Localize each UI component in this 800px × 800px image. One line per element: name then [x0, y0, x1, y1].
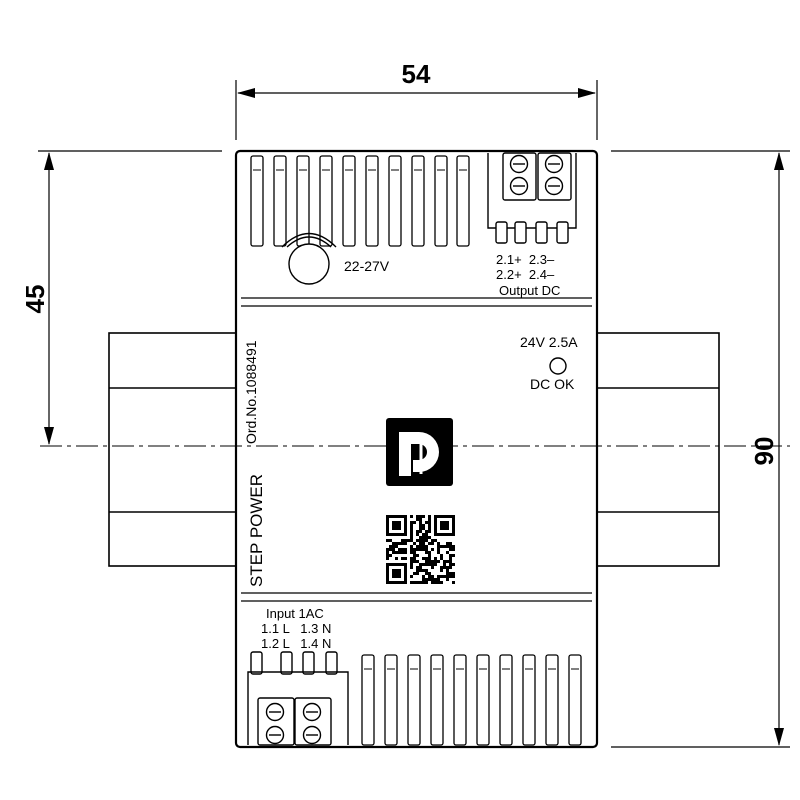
- dimension-half-height: [38, 150, 222, 445]
- top-vent-slot: [456, 155, 470, 247]
- input-terminal-block: [247, 651, 349, 746]
- top-vent-slots: [250, 155, 470, 247]
- top-vent-slot: [273, 155, 287, 247]
- dimension-height: [611, 150, 790, 748]
- bottom-vent-slot: [476, 654, 490, 746]
- order-number: Ord.No.1088491: [243, 340, 259, 444]
- bottom-vent-slot: [453, 654, 467, 746]
- bottom-vent-slot: [407, 654, 421, 746]
- top-vent-slot: [296, 155, 310, 247]
- adjust-range-label: 22-27V: [344, 258, 390, 274]
- top-vent-slot: [250, 155, 264, 247]
- output-title: Output DC: [499, 283, 560, 298]
- dimension-width: [235, 80, 598, 140]
- qr-code-icon: [384, 513, 457, 586]
- dc-ok-label: DC OK: [530, 376, 575, 392]
- dc-ok-led-icon: [549, 357, 567, 375]
- output-terminal-row1: 2.1+ 2.3–: [496, 252, 555, 267]
- voltage-adjust-potentiometer: [281, 232, 337, 285]
- top-vent-slot: [342, 155, 356, 247]
- input-title: Input 1AC: [266, 606, 324, 621]
- bottom-vent-slot: [384, 654, 398, 746]
- top-vent-slot: [319, 155, 333, 247]
- bottom-vent-slot: [430, 654, 444, 746]
- dimension-height-label: 90: [749, 437, 779, 466]
- bottom-vent-slot: [522, 654, 536, 746]
- bottom-vent-slot: [499, 654, 513, 746]
- top-vent-slot: [388, 155, 402, 247]
- bottom-vent-slot: [545, 654, 559, 746]
- top-vent-slot: [365, 155, 379, 247]
- input-terminal-row2: 1.2 L 1.4 N: [261, 636, 331, 651]
- top-vent-slot: [434, 155, 448, 247]
- top-vent-slot: [411, 155, 425, 247]
- phoenix-contact-logo-icon: [386, 418, 453, 486]
- output-terminal-row2: 2.2+ 2.4–: [496, 267, 555, 282]
- din-rail: [108, 332, 720, 567]
- dimension-half-height-label: 45: [20, 285, 50, 314]
- input-terminal-row1: 1.1 L 1.3 N: [261, 621, 331, 636]
- product-name: STEP POWER: [247, 474, 266, 587]
- dimension-width-label: 54: [402, 59, 431, 89]
- bottom-vent-slots: [361, 654, 582, 746]
- rating-label: 24V 2.5A: [520, 334, 578, 350]
- output-terminal-block: [487, 152, 577, 244]
- bottom-vent-slot: [568, 654, 582, 746]
- bottom-vent-slot: [361, 654, 375, 746]
